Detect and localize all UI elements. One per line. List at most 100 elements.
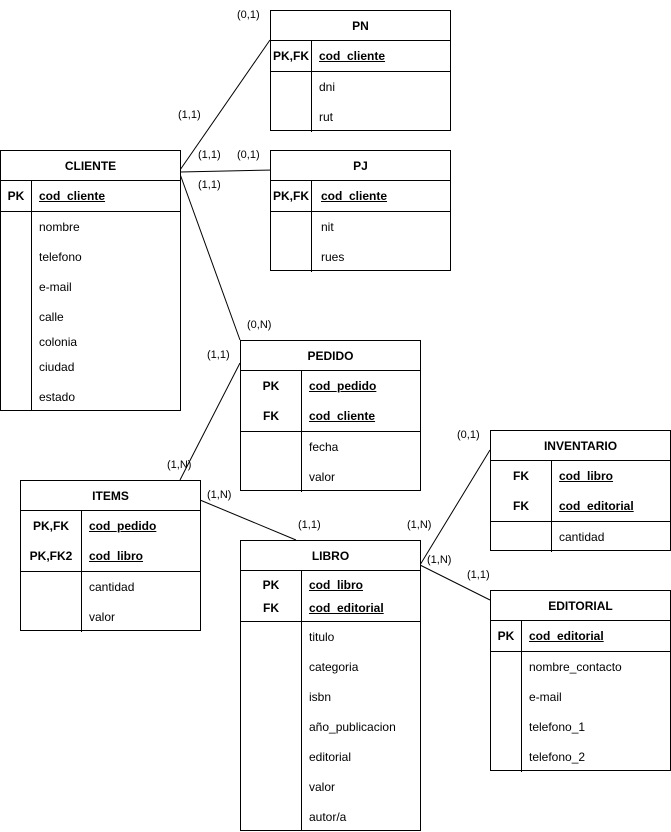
attribute-row: valor — [21, 602, 200, 632]
attribute-name: dni — [319, 80, 336, 94]
attribute-name: e-mail — [529, 690, 562, 704]
line-cliente-pedido — [179, 173, 241, 341]
key-section: PK,FK cod_cliente — [271, 181, 450, 212]
attribute-row: telefono_1 — [491, 712, 670, 742]
key-section: PK,FK cod_cliente — [271, 41, 450, 72]
attribute-name: nombre — [39, 220, 80, 234]
cardinality-label: (0,1) — [237, 149, 260, 161]
attribute-row: colonia — [1, 332, 180, 352]
attribute-row: e-mail — [491, 682, 670, 712]
attribute-name: telefono — [39, 250, 82, 264]
attribute-name: estado — [39, 390, 76, 404]
attribute-row: estado — [1, 382, 180, 412]
key-row: PK cod_cliente — [1, 181, 180, 211]
attribute-name: nit — [321, 220, 334, 234]
attribute-row: editorial — [241, 742, 420, 772]
cardinality-label: (1,N) — [427, 554, 452, 566]
cardinality-label: (0,1) — [457, 429, 480, 441]
attribute-section: nombre_contacto e-mail telefono_1 telefo… — [491, 652, 670, 772]
attribute-name: autor/a — [309, 810, 347, 824]
attribute-name: año_publicacion — [309, 720, 396, 734]
cardinality-label: (1,1) — [467, 569, 490, 581]
entity-editorial: EDITORIAL PK cod_editorial nombre_contac… — [490, 590, 671, 772]
cardinality-label: (1,1) — [198, 179, 221, 191]
key-field: cod_libro — [309, 578, 364, 592]
attribute-section: dni rut — [271, 72, 450, 132]
entity-pedido: PEDIDO PK cod_pedido FK cod_cliente fech… — [240, 340, 421, 492]
key-tag: PK,FK — [273, 49, 309, 63]
attribute-name: fecha — [309, 440, 339, 454]
attribute-section: nombre telefono e-mail calle colonia ciu… — [1, 212, 180, 411]
key-section: FK cod_libro FK cod_editorial — [491, 461, 670, 522]
attribute-row: e-mail — [1, 272, 180, 302]
key-row: FK cod_editorial — [241, 596, 420, 621]
key-section: PK cod_editorial — [491, 621, 670, 652]
line-cliente-pj — [179, 169, 275, 173]
key-tag: PK,FK2 — [29, 549, 73, 563]
key-field: cod_editorial — [529, 629, 604, 643]
cardinality-label: (1,N) — [407, 519, 432, 531]
attribute-row: fecha — [241, 432, 420, 462]
entity-cliente: CLIENTE PK cod_cliente nombre telefono e… — [0, 150, 181, 411]
key-row: PK cod_pedido — [241, 371, 420, 401]
key-row: PK,FK2 cod_libro — [21, 541, 200, 571]
attribute-row: autor/a — [241, 802, 420, 832]
attribute-name: colonia — [39, 335, 78, 349]
attribute-name: valor — [309, 780, 336, 794]
key-field: cod_pedido — [89, 519, 157, 533]
entity-title: CLIENTE — [1, 151, 180, 181]
line-items-libro — [199, 499, 297, 541]
attribute-section: cantidad valor — [21, 572, 200, 632]
cardinality-label: (0,1) — [237, 9, 260, 21]
attribute-name: rut — [319, 110, 334, 124]
attribute-row: telefono_2 — [491, 742, 670, 772]
key-tag: PK — [497, 629, 515, 643]
key-section: PK cod_pedido FK cod_cliente — [241, 371, 420, 432]
cardinality-label: (1,1) — [207, 349, 230, 361]
key-tag: PK — [262, 379, 280, 393]
key-tag: PK — [7, 189, 25, 203]
attribute-row: valor — [241, 462, 420, 492]
cardinality-label: (1,1) — [198, 149, 221, 161]
attribute-name: valor — [309, 470, 336, 484]
line-libro-inventario — [419, 449, 491, 566]
line-cliente-pn — [179, 39, 271, 171]
key-row: FK cod_cliente — [241, 401, 420, 431]
key-section: PK cod_libro FK cod_editorial — [241, 571, 420, 622]
entity-title: ITEMS — [21, 481, 200, 511]
key-row: PK,FK cod_cliente — [271, 181, 450, 211]
key-field: cod_cliente — [321, 189, 388, 203]
attribute-section: nit rues — [271, 212, 450, 272]
attribute-row: isbn — [241, 682, 420, 712]
attribute-section: titulo categoria isbn año_publicacion ed… — [241, 622, 420, 830]
entity-title: PN — [271, 11, 450, 41]
key-row: FK cod_libro — [491, 461, 670, 491]
attribute-name: editorial — [309, 750, 352, 764]
attribute-row: año_publicacion — [241, 712, 420, 742]
attribute-row: dni — [271, 72, 450, 102]
attribute-name: titulo — [309, 630, 335, 644]
entity-title: PEDIDO — [241, 341, 420, 371]
attribute-section: cantidad — [491, 522, 670, 552]
attribute-name: telefono_2 — [529, 750, 586, 764]
key-row: FK cod_editorial — [491, 491, 670, 521]
attribute-name: e-mail — [39, 280, 72, 294]
attribute-name: calle — [39, 310, 64, 324]
cardinality-label: (1,N) — [207, 489, 232, 501]
attribute-name: nombre_contacto — [529, 660, 622, 674]
key-field: cod_cliente — [39, 189, 106, 203]
key-row: PK cod_libro — [241, 571, 420, 596]
key-field: cod_pedido — [309, 379, 377, 393]
key-row: PK,FK cod_pedido — [21, 511, 200, 541]
attribute-row: calle — [1, 302, 180, 332]
entity-libro: LIBRO PK cod_libro FK cod_editorial titu… — [240, 540, 421, 831]
attribute-row: cantidad — [21, 572, 200, 602]
entity-items: ITEMS PK,FK cod_pedido PK,FK2 cod_libro … — [20, 480, 201, 632]
attribute-name: rues — [321, 250, 345, 264]
entity-inventario: INVENTARIO FK cod_libro FK cod_editorial… — [490, 430, 671, 552]
entity-title: INVENTARIO — [491, 431, 670, 461]
attribute-section: fecha valor — [241, 432, 420, 492]
key-row: PK cod_editorial — [491, 621, 670, 651]
attribute-row: cantidad — [491, 522, 670, 552]
